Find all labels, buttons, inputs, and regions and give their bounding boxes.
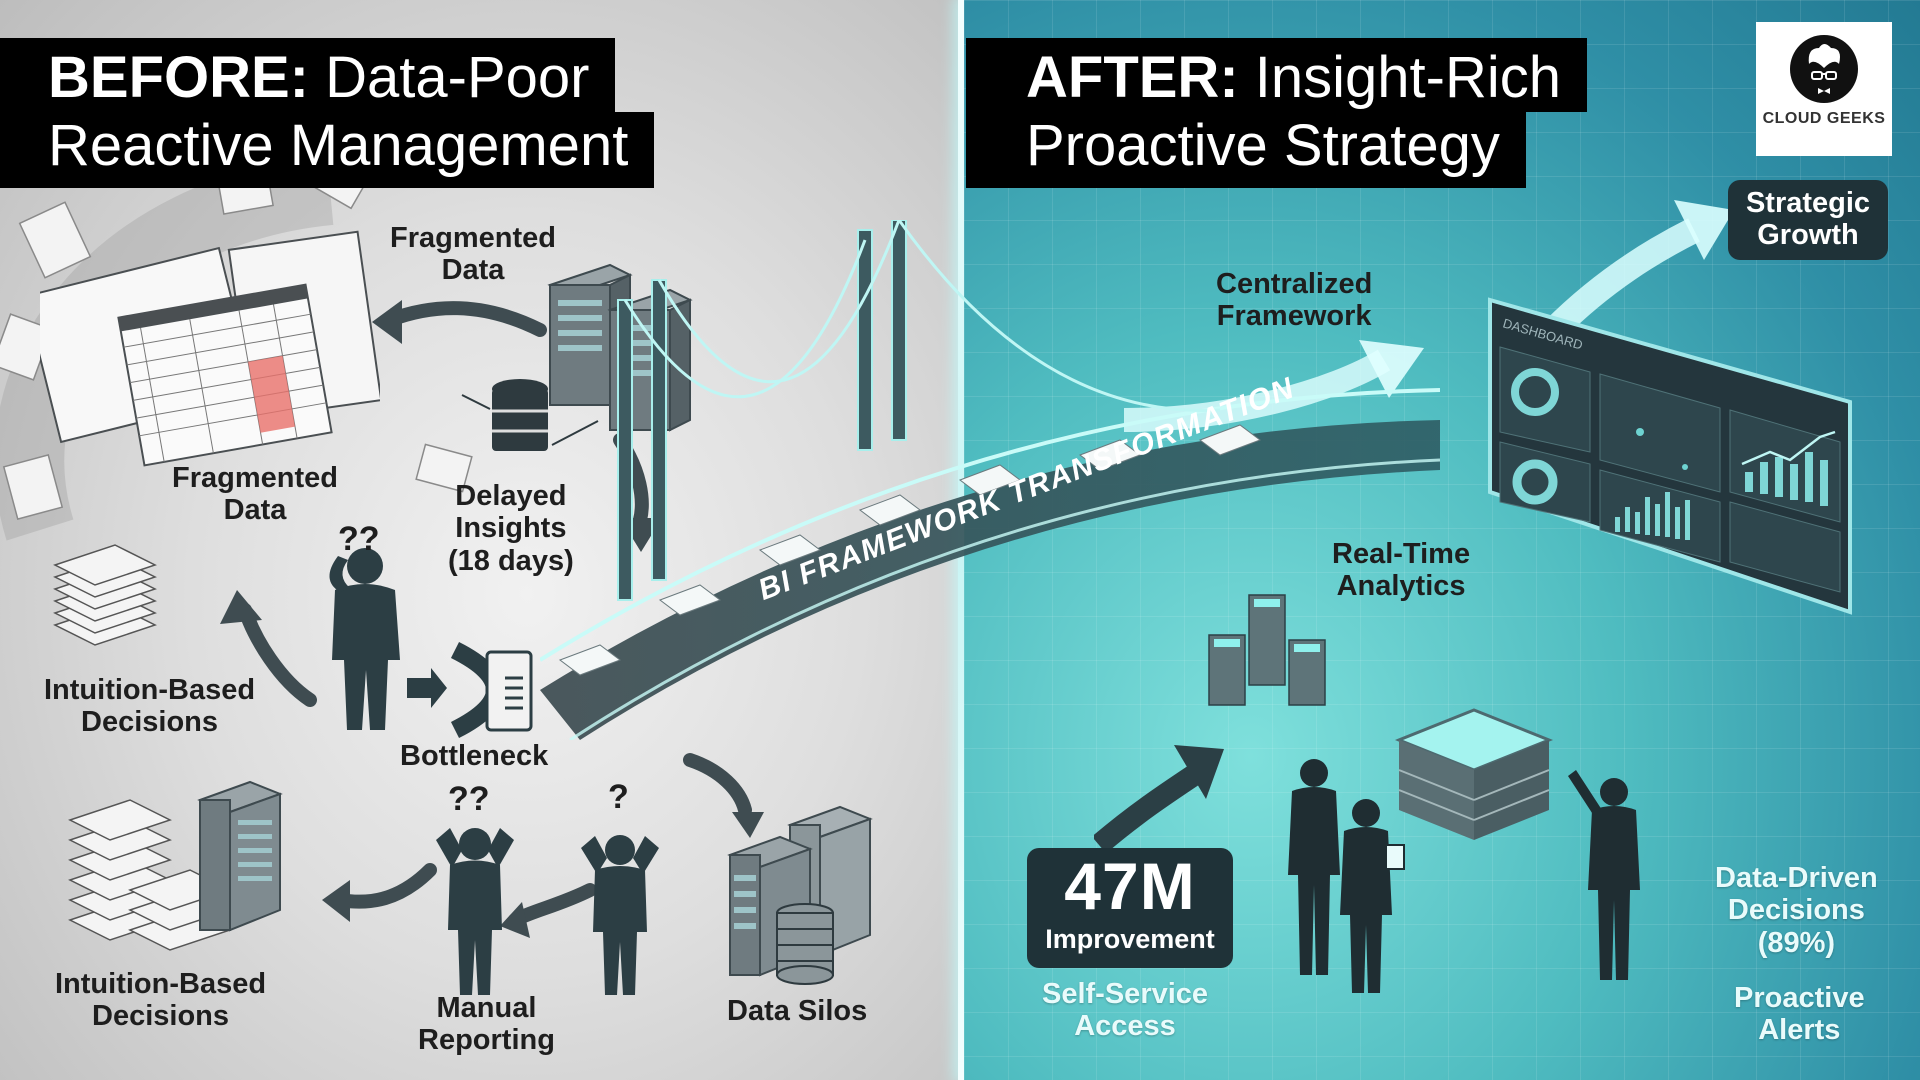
stressed-person-icon (436, 828, 514, 995)
label-manual-reporting: Manual Reporting (418, 992, 555, 1057)
stat-value: 47M (1064, 849, 1196, 923)
before-title-line2: Reactive Management (0, 112, 655, 188)
strategic-growth-badge: Strategic Growth (1728, 180, 1888, 260)
after-title: AFTER: Insight-Rich Proactive Strategy (966, 38, 1587, 188)
stressed-person-icon (581, 835, 659, 995)
bottleneck-icon (407, 641, 533, 739)
label-intuition-based-decisions-bottom: Intuition-Based Decisions (55, 968, 267, 1033)
before-title: BEFORE: Data-Poor Reactive Management (0, 38, 655, 188)
confused-person-icon (329, 548, 400, 730)
label-data-silos: Data Silos (727, 995, 868, 1027)
label-delayed-insights: Delayed Insights (18 days) (448, 480, 574, 577)
database-icon (461, 379, 599, 451)
data-hub-icon (1394, 708, 1554, 840)
improvement-stat-badge: 47M Improvement (1027, 848, 1233, 968)
data-silos-icon (727, 805, 873, 985)
question-mark: ? (608, 778, 629, 816)
papers-and-server-icon (68, 780, 283, 951)
label-self-service-access: Self-Service Access (1042, 978, 1209, 1043)
logo-text: CLOUD GEEKS (1762, 110, 1886, 127)
paper-stack-icon (53, 544, 157, 646)
cloud-geeks-logo: CLOUD GEEKS (1756, 22, 1892, 156)
question-marks: ?? (338, 520, 380, 558)
geek-avatar-icon (1790, 35, 1858, 103)
label-fragmented-data-mid: Fragmented Data (172, 462, 338, 527)
server-cluster-icon (1208, 594, 1326, 706)
after-title-line1: AFTER: Insight-Rich (966, 38, 1587, 112)
stat-label: Improvement (1045, 924, 1215, 954)
label-fragmented-data-top: Fragmented Data (390, 222, 556, 287)
before-title-line1: BEFORE: Data-Poor (0, 38, 616, 112)
label-real-time-analytics: Real-Time Analytics (1332, 538, 1471, 603)
spreadsheets-icon (40, 230, 380, 467)
label-centralized-framework: Centralized Framework (1216, 268, 1373, 333)
label-bottleneck: Bottleneck (400, 740, 549, 772)
dashboard-monitor: DASHBOARD (1488, 297, 1852, 615)
improvement-arrow-icon (1094, 745, 1224, 854)
label-proactive-alerts: Proactive Alerts (1734, 982, 1865, 1047)
business-person-pointing-icon (1568, 770, 1640, 980)
business-people-icon (1288, 759, 1405, 993)
flow-arrows (220, 300, 764, 938)
label-intuition-based-decisions-top: Intuition-Based Decisions (44, 674, 256, 739)
growth-arrow-icon (1544, 200, 1734, 340)
label-data-driven-decisions: Data-Driven Decisions (89%) (1715, 862, 1878, 959)
bridge-illustration (540, 220, 1440, 740)
after-title-line2: Proactive Strategy (966, 112, 1526, 188)
question-marks: ?? (448, 780, 490, 818)
